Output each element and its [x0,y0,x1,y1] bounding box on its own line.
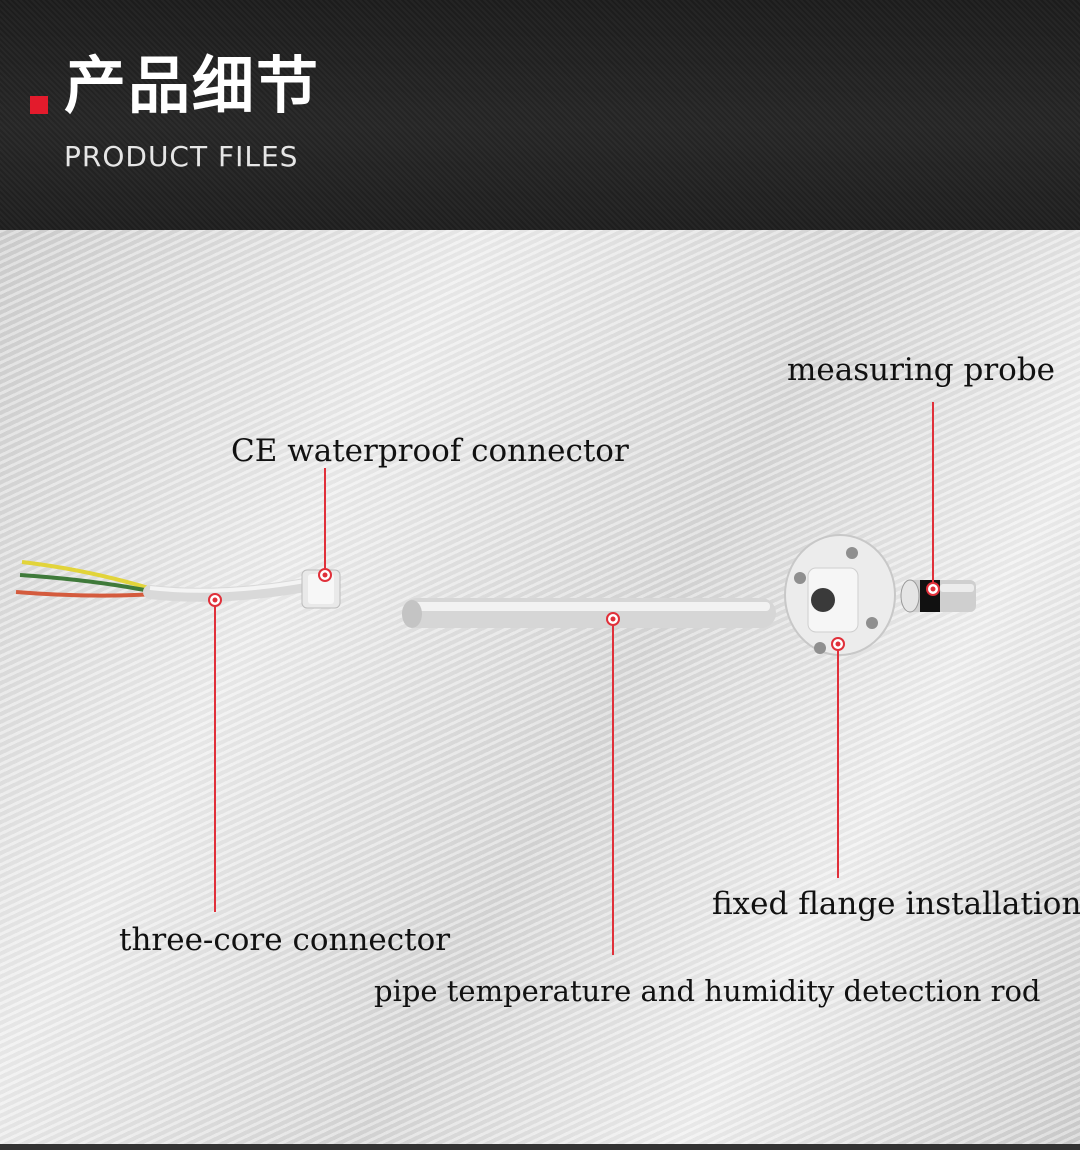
label-measuring-probe: measuring probe [787,352,1056,388]
header-banner: 产品细节 PRODUCT FILES [0,0,1080,230]
ce-connector-part [301,569,341,609]
leader-ce [318,468,332,582]
label-ce-connector: CE waterproof connector [231,433,629,469]
page-subtitle: PRODUCT FILES [64,140,299,173]
label-flange: fixed flange installation [712,886,1080,922]
wires [15,560,156,598]
leader-flange [831,637,845,878]
leader-rod [606,612,620,955]
detection-rod-part [402,598,776,628]
cable [143,578,312,602]
page-title: 产品细节 [64,49,321,122]
flange-part [784,534,896,656]
bottom-edge [0,1144,1080,1150]
leader-probe [926,402,940,596]
label-three-core: three-core connector [119,922,451,958]
leader-three-core [208,593,222,912]
product-stage [0,230,1080,1150]
probe-part [900,579,976,613]
label-detection-rod: pipe temperature and humidity detection … [374,974,1041,1008]
title-marker [30,96,48,114]
